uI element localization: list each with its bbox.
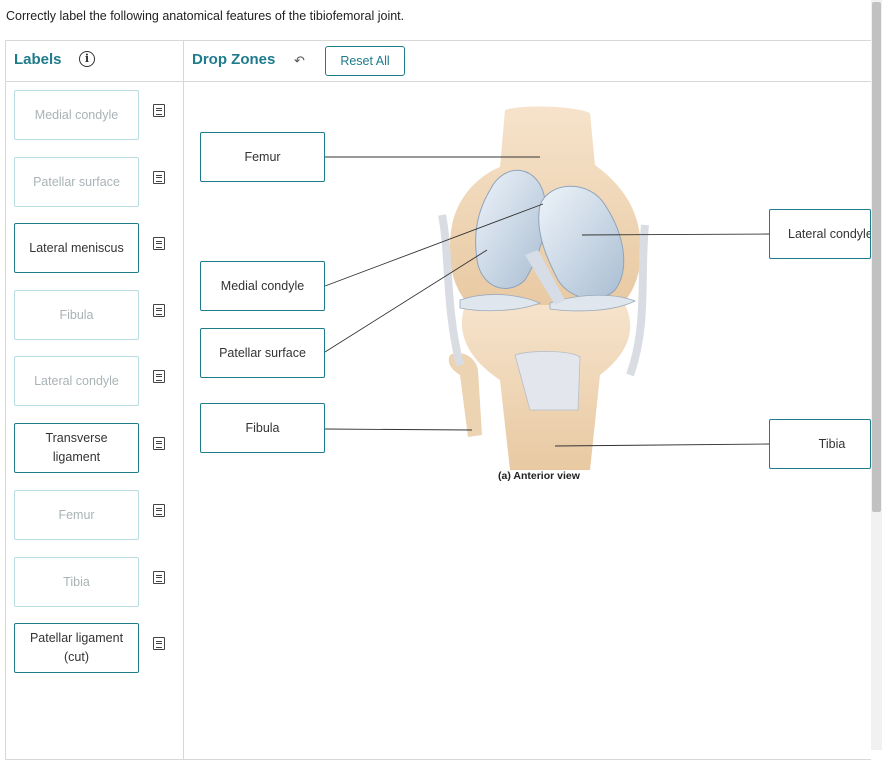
label-card-tibia[interactable]: Tibia — [14, 557, 139, 607]
label-card-transverse-ligament[interactable]: Transverse ligament — [14, 423, 139, 473]
notes-icon[interactable] — [153, 637, 165, 650]
drop-zone-patellar-surface[interactable]: Patellar surface — [200, 328, 325, 378]
notes-icon[interactable] — [153, 304, 165, 317]
panel-divider-vertical — [183, 40, 184, 760]
label-card-patellar-surface[interactable]: Patellar surface — [14, 157, 139, 207]
info-icon[interactable]: i — [79, 51, 95, 67]
label-card-fibula[interactable]: Fibula — [14, 290, 139, 340]
drop-zones-heading: Drop Zones — [192, 51, 276, 68]
notes-icon[interactable] — [153, 171, 165, 184]
label-card-medial-condyle[interactable]: Medial condyle — [14, 90, 139, 140]
drop-zone-femur[interactable]: Femur — [200, 132, 325, 182]
labels-heading: Labels — [14, 51, 62, 68]
panel-divider-horizontal — [5, 81, 871, 82]
drop-zone-fibula[interactable]: Fibula — [200, 403, 325, 453]
notes-icon[interactable] — [153, 237, 165, 250]
knee-joint-illustration — [438, 106, 649, 470]
label-card-lateral-condyle[interactable]: Lateral condyle — [14, 356, 139, 406]
drop-zone-tibia[interactable]: Tibia — [769, 419, 871, 469]
notes-icon[interactable] — [153, 437, 165, 450]
figure-caption: (a) Anterior view — [498, 470, 580, 482]
drop-zone-lateral-condyle[interactable]: Lateral condyle — [769, 209, 871, 259]
drop-zone-medial-condyle[interactable]: Medial condyle — [200, 261, 325, 311]
scrollbar-thumb[interactable] — [872, 2, 881, 512]
notes-icon[interactable] — [153, 104, 165, 117]
undo-arrow-icon[interactable]: ↶ — [294, 53, 305, 68]
label-card-femur[interactable]: Femur — [14, 490, 139, 540]
notes-icon[interactable] — [153, 504, 165, 517]
notes-icon[interactable] — [153, 370, 165, 383]
label-card-patellar-ligament[interactable]: Patellar ligament (cut) — [14, 623, 139, 673]
notes-icon[interactable] — [153, 571, 165, 584]
label-card-lateral-meniscus[interactable]: Lateral meniscus — [14, 223, 139, 273]
reset-all-button[interactable]: Reset All — [325, 46, 405, 76]
question-instruction: Correctly label the following anatomical… — [6, 9, 405, 23]
